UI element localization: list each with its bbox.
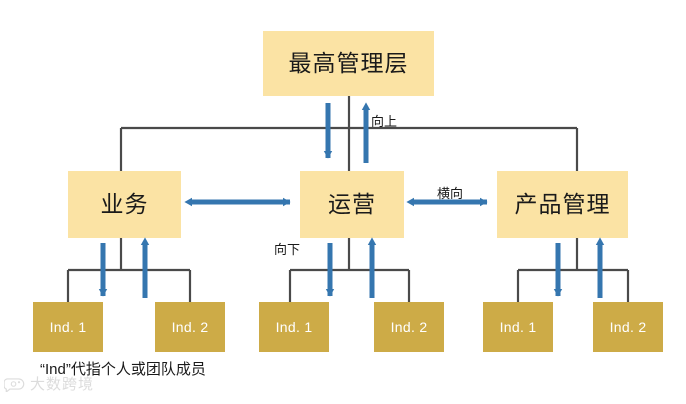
node-top-management[interactable]: 最高管理层 — [263, 31, 434, 96]
leaf-label: Ind. 2 — [171, 319, 209, 335]
diagram-caption-text: “Ind”代指个人或团队成员 — [40, 361, 206, 378]
node-business[interactable]: 业务 — [68, 171, 181, 238]
leaf-group-3-ind-2[interactable]: Ind. 2 — [593, 302, 663, 352]
edge-label-downward: 向下 — [274, 243, 300, 256]
leaf-label: Ind. 1 — [499, 319, 537, 335]
edge-label-downward-text: 向下 — [274, 242, 301, 257]
leaf-group-2-ind-2[interactable]: Ind. 2 — [374, 302, 444, 352]
edge-label-upward: 向上 — [371, 115, 397, 128]
node-product-management-label: 产品管理 — [514, 191, 611, 217]
node-business-label: 业务 — [100, 191, 149, 217]
edge-label-horizontal-text: 横向 — [437, 186, 464, 201]
node-top-management-label: 最高管理层 — [288, 50, 409, 76]
leaf-group-1-ind-2[interactable]: Ind. 2 — [155, 302, 225, 352]
leaf-group-3-ind-1[interactable]: Ind. 1 — [483, 302, 553, 352]
edge-label-upward-text: 向上 — [371, 114, 398, 129]
leaf-group-1-ind-1[interactable]: Ind. 1 — [33, 302, 103, 352]
diagram-caption: “Ind”代指个人或团队成员 — [40, 362, 206, 377]
leaf-label: Ind. 2 — [609, 319, 647, 335]
edge-label-horizontal: 横向 — [437, 187, 463, 200]
leaf-label: Ind. 2 — [390, 319, 428, 335]
node-operations-label: 运营 — [328, 191, 376, 217]
leaf-group-2-ind-1[interactable]: Ind. 1 — [259, 302, 329, 352]
node-product-management[interactable]: 产品管理 — [497, 171, 628, 238]
node-operations[interactable]: 运营 — [300, 171, 404, 238]
leaf-label: Ind. 1 — [49, 319, 87, 335]
leaf-label: Ind. 1 — [275, 319, 313, 335]
